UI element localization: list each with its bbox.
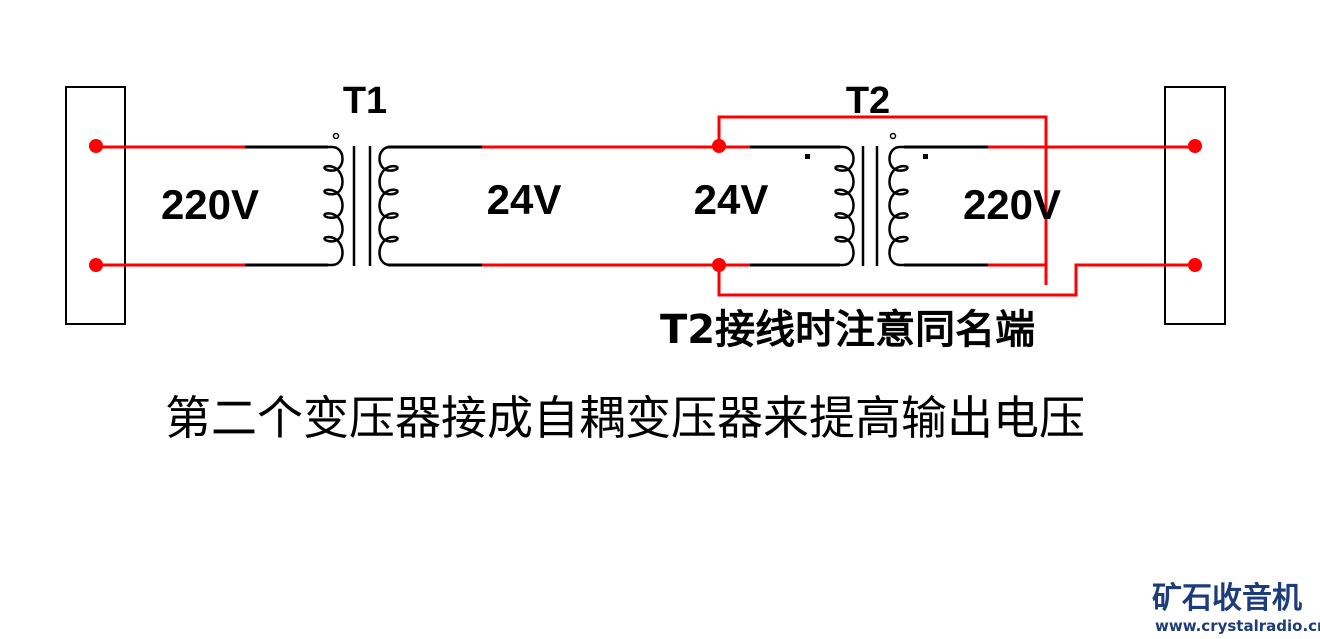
polarity-note: T2接线时注意同名端: [660, 307, 1035, 353]
terminal-dots: [89, 139, 1202, 272]
t1-secondary-voltage: 24V: [487, 176, 562, 223]
input-terminal-bottom: [89, 258, 103, 272]
t2-polarity-mark: [889, 132, 897, 140]
t2-primary-coil: [833, 145, 855, 267]
output-terminal-top: [1188, 139, 1202, 153]
input-terminal-top: [89, 139, 103, 153]
t2-secondary-voltage: 220V: [963, 181, 1061, 228]
watermark-url: www.crystalradio.cn: [1155, 617, 1320, 635]
t1-secondary-coil: [378, 145, 400, 267]
t1-primary-voltage: 220V: [161, 181, 259, 228]
black-wires: [245, 145, 988, 267]
transformer-cores: [352, 146, 879, 266]
watermark-title: 矿石收音机: [1152, 581, 1302, 616]
t2-primary-voltage: 24V: [694, 176, 769, 223]
output-terminal-bottom: [1188, 258, 1202, 272]
junction-top: [712, 139, 726, 153]
t2-secondary-dot-mark: [923, 154, 928, 159]
red-wires: [96, 115, 1195, 297]
t1-polarity-mark: [332, 132, 340, 140]
junction-bottom: [712, 258, 726, 272]
t1-primary-coil: [322, 145, 344, 267]
t2-secondary-coil: [888, 145, 910, 267]
t2-primary-dot-mark: [805, 154, 810, 159]
t1-label: T1: [343, 80, 387, 122]
output-terminal-block: [1164, 86, 1226, 325]
caption: 第二个变压器接成自耦变压器来提高输出电压: [165, 391, 1085, 445]
t2-label: T2: [846, 80, 890, 122]
input-terminal-block: [65, 86, 126, 325]
